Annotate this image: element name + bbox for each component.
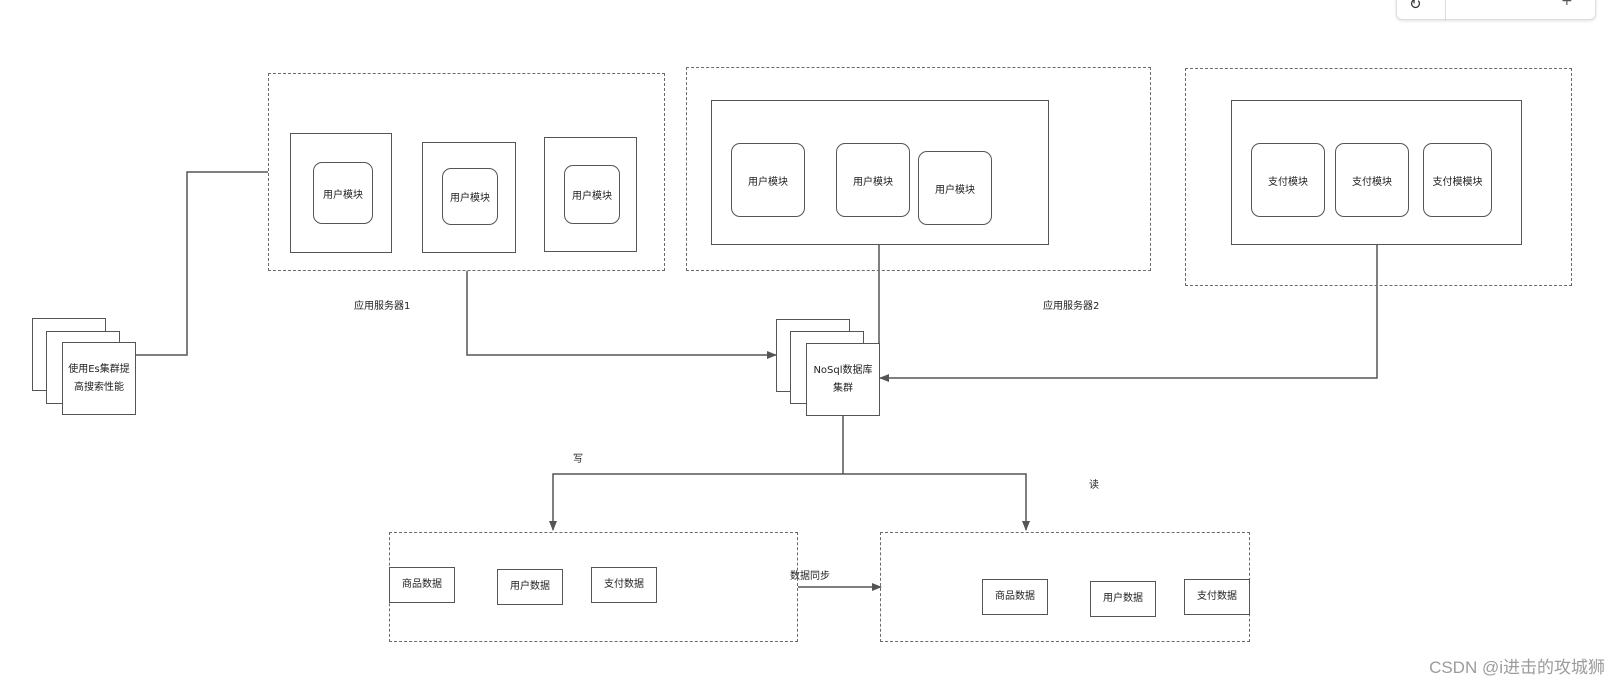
watermark: CSDN @i进击的攻城狮 [1429,658,1605,677]
write-db-item: 支付数据 [591,567,657,603]
edge-split-to-read [843,473,1030,531]
module-card: 支付模模块 [1423,143,1492,217]
module-card: 用户模块 [313,162,373,224]
zoom-in-button[interactable]: + [1561,0,1573,9]
app-server-1-group [268,73,665,271]
edge-cluster1-to-es [104,171,268,359]
es-cluster-node: 使用Es集群提 高搜索性能 [62,342,136,415]
edge-split-to-write [549,473,843,531]
module-card: 用户模块 [442,168,498,225]
read-label: 读 [1089,480,1099,491]
es-label-line2: 高搜索性能 [74,381,124,393]
edge-cluster3-to-nosql [879,245,1378,382]
module-card: 支付模块 [1335,143,1409,217]
toolbar-divider [1445,0,1446,21]
write-db-item: 商品数据 [389,567,455,603]
canvas-toolbar: ↻ + [1396,0,1596,21]
app-server-2-label: 应用服务器2 [1043,301,1100,312]
es-label-line1: 使用Es集群提 [68,363,130,375]
nosql-cluster-node: NoSql数据库 集群 [806,343,880,416]
write-db-item: 用户数据 [497,569,563,605]
module-card: 支付模块 [1251,143,1325,217]
read-db-item: 支付数据 [1184,579,1250,615]
module-card: 用户模块 [836,143,910,217]
read-db-item: 商品数据 [982,579,1048,615]
app-server-1-label: 应用服务器1 [354,301,411,312]
nosql-label-line1: NoSql数据库 [813,364,873,376]
read-db-item: 用户数据 [1090,581,1156,617]
nosql-label-line2: 集群 [832,382,853,394]
app-server-2-group [686,67,1151,271]
module-card: 用户模块 [731,143,805,217]
payment-server-group [1185,68,1572,286]
module-card: 用户模块 [918,151,992,225]
refresh-icon[interactable]: ↻ [1409,0,1422,13]
sync-label: 数据同步 [790,571,830,582]
module-card: 用户模块 [564,165,620,224]
write-label: 写 [573,454,583,465]
edge-cluster1-to-nosql [466,271,777,359]
